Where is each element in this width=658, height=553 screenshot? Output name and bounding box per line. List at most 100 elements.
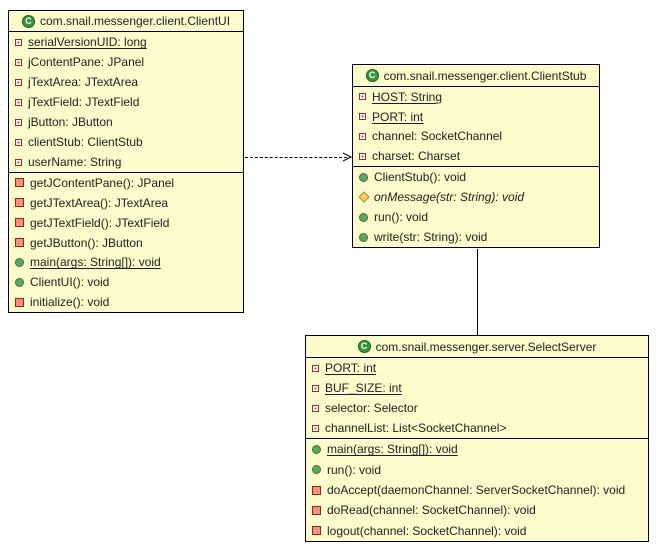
member-label: clientStub: ClientStub [28,135,143,149]
member-label: doAccept(daemonChannel: ServerSocketChan… [327,483,626,498]
fields-compartment: serialVersionUID: long jContentPane: JPan… [9,32,243,173]
member-label: getJContentPane(): JPanel [30,175,175,190]
private-field-icon [359,93,366,101]
class-icon: C [21,14,35,28]
member-label: ClientStub(): void [374,170,467,184]
protected-abstract-method-icon [358,191,370,203]
methods-compartment: getJContentPane(): JPanel getJTextArea():… [9,173,243,312]
private-field-icon [359,152,366,160]
private-field-icon [15,38,22,46]
private-field-icon [359,132,366,140]
member-row[interactable]: write(str: String): void [353,227,599,247]
member-label: run(): void [327,462,382,477]
public-method-icon [359,212,368,222]
member-label: jButton: JButton [28,115,113,129]
member-row[interactable]: doAccept(daemonChannel: ServerSocketChan… [306,480,648,500]
private-method-icon [15,198,24,208]
member-row[interactable]: logout(channel: SocketChannel): void [306,521,648,541]
member-row[interactable]: ClientUI(): void [9,272,243,292]
member-label: getJTextField(): JTextField [30,215,170,230]
private-field-icon [15,158,22,166]
member-row[interactable]: charset: Charset [353,146,599,166]
member-row[interactable]: PORT: int [306,358,648,378]
member-label: jTextArea: JTextArea [28,75,139,89]
member-row[interactable]: HOST: String [353,87,599,107]
member-row[interactable]: jTextField: JTextField [9,92,243,112]
member-label: getJTextArea(): JTextArea [30,195,169,210]
public-method-icon [312,465,321,475]
member-label: doRead(channel: SocketChannel): void [327,503,536,518]
public-method-icon [359,172,368,182]
dependency-arrowhead-icon [342,152,353,162]
association-line-clientstub-to-selectserver[interactable] [477,249,478,335]
member-label: charset: Charset [372,149,461,164]
private-field-icon [15,78,22,86]
methods-compartment: ClientStub(): void onMessage(str: String)… [353,167,599,247]
member-row[interactable]: jButton: JButton [9,112,243,132]
private-method-icon [312,485,321,495]
methods-compartment: main(args: String[]): void run(): void doA… [306,439,648,541]
member-label: main(args: String[]): void [327,442,458,457]
member-row[interactable]: run(): void [306,459,648,479]
member-label: selector: Selector [325,401,418,415]
member-row[interactable]: serialVersionUID: long [9,32,243,52]
private-method-icon [15,238,24,247]
member-label: channel: SocketChannel [372,129,503,144]
member-row[interactable]: run(): void [353,207,599,227]
private-field-icon [15,138,22,146]
member-label: channelList: List<SocketChannel> [325,421,507,435]
class-box-selectserver[interactable]: C com.snail.messenger.server.SelectServe… [305,335,649,542]
member-row[interactable]: initialize(): void [9,292,243,312]
member-label: onMessage(str: String): void [374,190,525,204]
class-box-clientstub[interactable]: C com.snail.messenger.client.ClientStub … [352,64,600,248]
member-row[interactable]: ClientStub(): void [353,167,599,187]
member-row[interactable]: doRead(channel: SocketChannel): void [306,500,648,520]
member-label: jContentPane: JPanel [28,55,145,69]
member-label: main(args: String[]): void [30,255,161,270]
member-row[interactable]: selector: Selector [306,398,648,418]
private-field-icon [15,58,22,66]
private-method-icon [15,218,24,228]
member-label: serialVersionUID: long [28,35,147,49]
member-label: PORT: int [325,361,377,375]
member-label: getJButton(): JButton [30,235,143,250]
class-title-bar: C com.snail.messenger.client.ClientUI [9,11,243,32]
member-row[interactable]: main(args: String[]): void [9,252,243,272]
class-box-clientui[interactable]: C com.snail.messenger.client.ClientUI se… [8,10,244,313]
member-label: userName: String [28,155,122,169]
member-row[interactable]: channel: SocketChannel [353,127,599,147]
member-row[interactable]: jContentPane: JPanel [9,52,243,72]
member-row[interactable]: getJTextField(): JTextField [9,213,243,233]
member-row[interactable]: PORT: int [353,107,599,127]
member-row[interactable]: BUF_SIZE: int [306,378,648,398]
class-icon: C [357,340,371,353]
public-method-icon [15,277,24,287]
private-field-icon [359,113,366,121]
public-method-icon [312,444,321,454]
dependency-line-clientui-to-clientstub[interactable] [245,157,347,158]
member-label: initialize(): void [30,295,110,310]
class-title: com.snail.messenger.client.ClientStub [383,68,587,83]
member-label: HOST: String [372,89,443,104]
member-row[interactable]: getJTextArea(): JTextArea [9,193,243,213]
class-title-bar: C com.snail.messenger.client.ClientStub [353,65,599,87]
member-row[interactable]: onMessage(str: String): void [353,187,599,207]
member-label: PORT: int [372,109,424,124]
private-field-icon [312,404,319,412]
member-row[interactable]: getJButton(): JButton [9,233,243,253]
private-method-icon [312,526,321,536]
member-row[interactable]: clientStub: ClientStub [9,132,243,152]
member-row[interactable]: userName: String [9,152,243,172]
member-row[interactable]: jTextArea: JTextArea [9,72,243,92]
private-method-icon [15,178,24,188]
private-field-icon [15,98,22,106]
member-row[interactable]: main(args: String[]): void [306,439,648,459]
member-row[interactable]: channelList: List<SocketChannel> [306,418,648,438]
member-row[interactable]: getJContentPane(): JPanel [9,173,243,193]
private-field-icon [312,424,319,432]
member-label: jTextField: JTextField [28,95,140,109]
private-method-icon [312,505,321,515]
class-title-bar: C com.snail.messenger.server.SelectServe… [306,336,648,358]
